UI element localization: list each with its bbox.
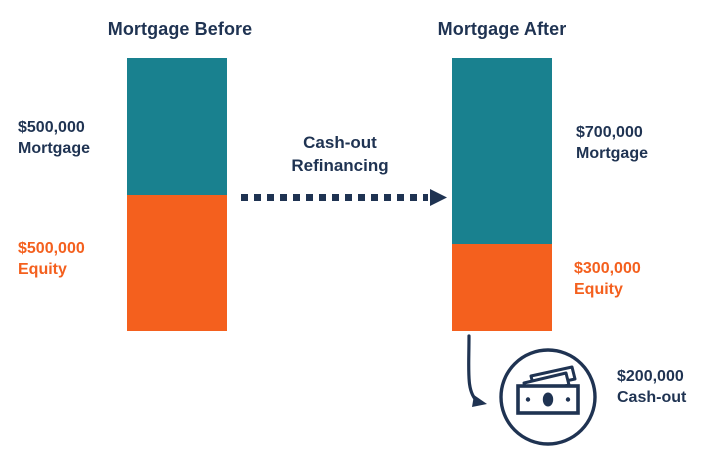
cashout-kind: Cash-out <box>617 389 687 406</box>
after-bar-segment-mortgage <box>452 58 552 244</box>
money-bills-icon <box>499 348 597 446</box>
after-mortgage-label: $700,000 Mortgage <box>576 122 648 164</box>
before-column-title: Mortgage Before <box>107 19 253 39</box>
flow-label-line2: Refinancing <box>291 156 389 175</box>
cash-out-flow-arrow-icon <box>241 189 447 206</box>
after-equity-label: $300,000 Equity <box>574 258 641 300</box>
before-bar-segment-mortgage <box>127 58 227 195</box>
after-stacked-bar <box>452 58 552 331</box>
after-bar-segment-equity <box>452 244 552 331</box>
after-equity-kind: Equity <box>574 281 623 298</box>
flow-label: Cash-out Refinancing <box>265 131 415 177</box>
after-column-title: Mortgage After <box>437 19 567 39</box>
cashout-curved-arrow-icon <box>467 334 487 407</box>
before-equity-label: $500,000 Equity <box>18 238 85 280</box>
before-mortgage-label: $500,000 Mortgage <box>18 117 90 159</box>
after-equity-amount: $300,000 <box>574 260 641 277</box>
flow-label-line1: Cash-out <box>303 133 377 152</box>
before-mortgage-amount: $500,000 <box>18 119 85 136</box>
after-mortgage-kind: Mortgage <box>576 145 648 162</box>
before-mortgage-kind: Mortgage <box>18 140 90 157</box>
cashout-label: $200,000 Cash-out <box>617 366 686 408</box>
before-equity-amount: $500,000 <box>18 240 85 257</box>
cashout-amount: $200,000 <box>617 368 684 385</box>
before-bar-segment-equity <box>127 195 227 331</box>
before-equity-kind: Equity <box>18 261 67 278</box>
after-mortgage-amount: $700,000 <box>576 124 643 141</box>
before-stacked-bar <box>127 58 227 331</box>
